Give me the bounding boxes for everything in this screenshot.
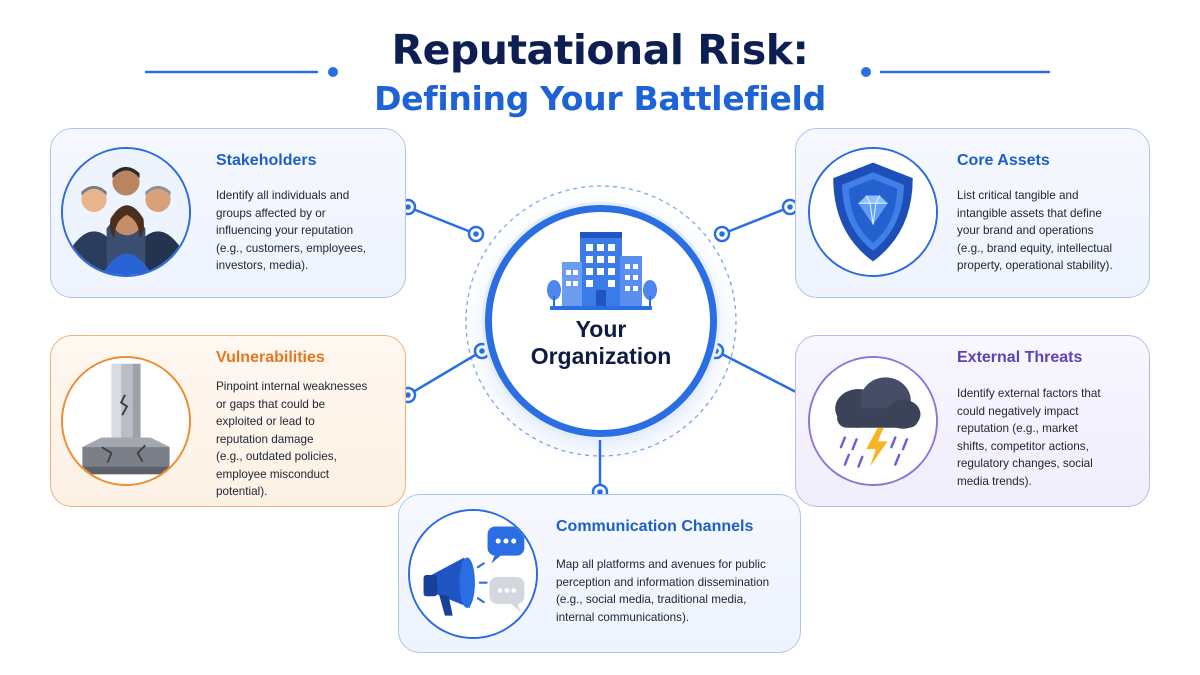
card-communication-channels: Communication Channels Map all platforms… [398,494,801,653]
title-line-1: Reputational Risk: [391,26,809,74]
communication-channels-heading: Communication Channels [556,518,754,535]
stakeholders-body: Identify all individuals and groups affe… [216,189,367,272]
people-group-icon [61,147,191,277]
cracked-pillar-icon [61,356,191,486]
card-vulnerabilities: Vulnerabilities Pinpoint internal weakne… [50,335,406,507]
core-assets-body: List critical tangible and intangible as… [957,189,1113,272]
core-assets-heading: Core Assets [957,152,1050,169]
external-threats-heading: External Threats [957,349,1083,366]
card-stakeholders: Stakeholders Identify all individuals an… [50,128,406,298]
stakeholders-heading: Stakeholders [216,152,317,169]
communication-channels-body: Map all platforms and avenues for public… [556,558,770,624]
card-core-assets: Core Assets List critical tangible and i… [795,128,1150,298]
storm-cloud-icon [808,356,938,486]
shield-diamond-icon [808,147,938,277]
center-label: Your Organization [530,316,672,369]
office-building-icon [547,232,657,310]
title-line-2: Defining Your Battlefield [374,79,826,118]
center-organization-circle: Your Organization [485,205,717,437]
megaphone-icon [408,509,538,639]
vulnerabilities-heading: Vulnerabilities [216,349,325,366]
card-external-threats: External Threats Identify external facto… [795,335,1150,507]
page-title: Reputational Risk: Defining Your Battlef… [0,26,1200,120]
vulnerabilities-body: Pinpoint internal weaknesses or gaps tha… [216,380,368,498]
external-threats-body: Identify external factors that could neg… [957,387,1101,488]
